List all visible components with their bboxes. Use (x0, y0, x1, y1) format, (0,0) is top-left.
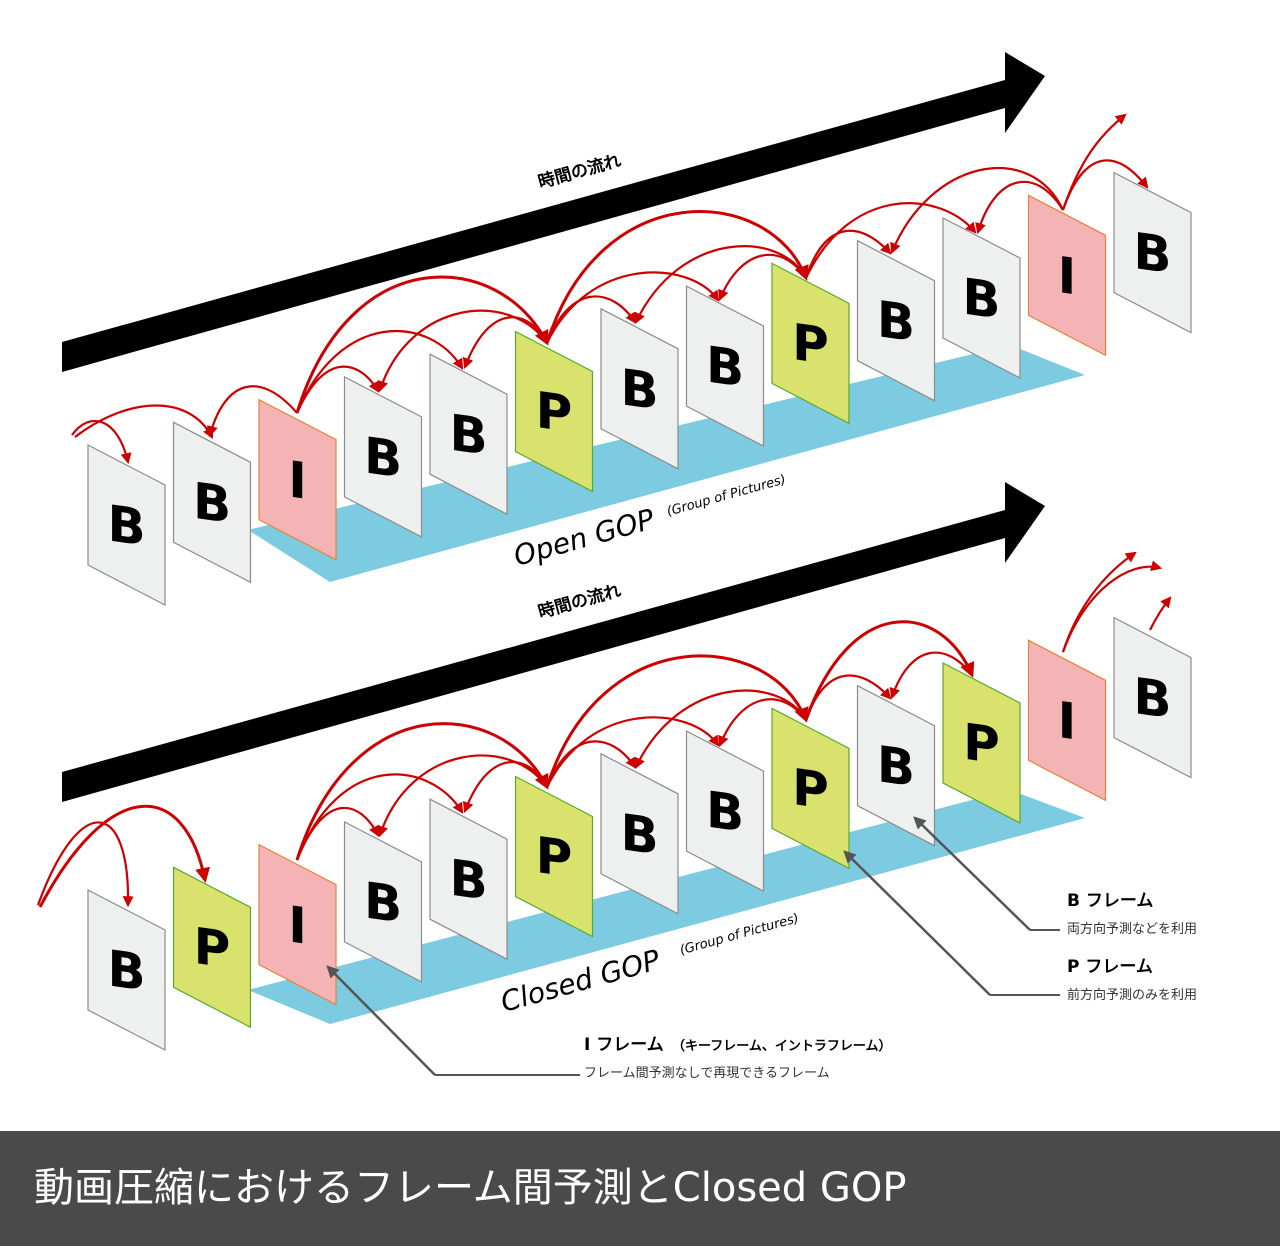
closed-gop-frame-8 (685, 730, 765, 893)
closed-gop-frame-4 (343, 820, 423, 983)
legend-i-frame-desc: フレーム間予測なしで再現できるフレーム (584, 1066, 830, 1081)
closed-gop-frame-13 (1113, 616, 1192, 779)
legend-p-frame-desc: 前方向予測のみを利用 (1067, 987, 1197, 1003)
open-gop-frame-letter-2: B (193, 471, 231, 535)
legend-pointers (326, 816, 1031, 1076)
closed-gop-frame-letter-1: B (107, 939, 145, 1003)
open-gop-frame-letter-13: B (1133, 221, 1171, 285)
open-gop-frame-letter-11: B (962, 267, 1000, 331)
legend-b-frame-desc: 両方向予測などを利用 (1067, 921, 1197, 937)
closed-gop-frame-letter-5: B (449, 848, 487, 912)
open-gop-frame-2 (172, 421, 252, 584)
closed-gop-frame-11 (942, 662, 1021, 824)
closed-gop-frame-letter-13: B (1133, 666, 1171, 730)
closed-gop-frame-letter-4: B (364, 870, 402, 934)
closed-gop-frame-letter-12: I (1058, 690, 1077, 751)
open-gop-frame-4 (343, 375, 423, 538)
closed-gop-frame-letter-6: P (536, 825, 573, 889)
open-gop-frame-letter-1: B (107, 494, 145, 558)
closed-gop-frame-12 (1027, 639, 1107, 802)
closed-gop-frame-letter-2: P (194, 916, 231, 980)
closed-gop-frame-6 (514, 775, 594, 938)
open-gop-frame-8 (685, 285, 765, 448)
open-gop-frame-letter-10: B (877, 289, 915, 353)
open-gop-frame-9 (771, 262, 850, 425)
open-gop-reference-arrows (71, 113, 1149, 465)
open-gop-frame-letter-7: B (620, 357, 658, 421)
closed-gop-frame-2 (172, 866, 252, 1029)
open-gop-frame-letter-4: B (364, 425, 402, 489)
legend-i-frame-note: （キーフレーム、イントラフレーム） (672, 1038, 891, 1054)
time-flow-label-bottom: 時間の流れ (536, 580, 624, 623)
open-gop-frame-letter-12: I (1058, 245, 1077, 306)
closed-gop-frame-9 (771, 707, 850, 870)
time-flow-label-top: 時間の流れ (536, 150, 624, 193)
open-gop-frame-3 (258, 398, 337, 561)
open-gop-frame-7 (600, 307, 679, 470)
caption-text: 動画圧縮におけるフレーム間予測とClosed GOP (34, 1165, 907, 1211)
legend-p-frame-title: P フレーム (1067, 957, 1153, 977)
closed-gop-frame-7 (600, 752, 679, 915)
open-gop-frame-letter-3: I (288, 450, 307, 511)
open-gop-frame-letter-5: B (449, 403, 487, 467)
closed-gop-frame-1 (87, 889, 166, 1051)
open-gop-frame-letter-9: P (792, 312, 829, 376)
closed-gop-reference-arrows (36, 551, 1172, 908)
time-flow-arrow-bottom (62, 482, 1045, 802)
open-gop-frame-letter-6: P (536, 380, 573, 444)
legend-pointer-tails (435, 929, 1060, 1076)
time-flow-arrow-top (62, 52, 1045, 372)
open-gop-frame-12 (1027, 194, 1107, 357)
closed-gop-frame-letter-8: B (706, 780, 744, 844)
closed-gop-frame-10 (856, 684, 936, 847)
closed-gop-frame-letter-10: B (877, 734, 915, 798)
open-gop-frame-13 (1113, 171, 1192, 334)
caption-bar: 動画圧縮におけるフレーム間予測とClosed GOP (0, 1131, 1280, 1246)
open-gop-frame-11 (942, 217, 1021, 379)
legend-i-frame-title: I フレーム (584, 1035, 664, 1055)
open-gop-frame-letter-8: B (706, 335, 744, 399)
open-gop-frame-6 (514, 330, 594, 493)
closed-gop-frame-letter-3: I (288, 895, 307, 956)
closed-gop-frame-letter-9: P (792, 757, 829, 821)
closed-gop-frame-letter-7: B (620, 802, 658, 866)
open-gop-frame-1 (87, 444, 166, 606)
closed-gop-frame-3 (258, 843, 337, 1006)
open-gop-frame-5 (429, 353, 508, 516)
closed-gop-frame-5 (429, 798, 508, 961)
open-gop-frame-10 (856, 239, 936, 402)
closed-gop-frame-letter-11: P (963, 712, 1000, 776)
legend-b-frame-title: B フレーム (1067, 891, 1153, 911)
